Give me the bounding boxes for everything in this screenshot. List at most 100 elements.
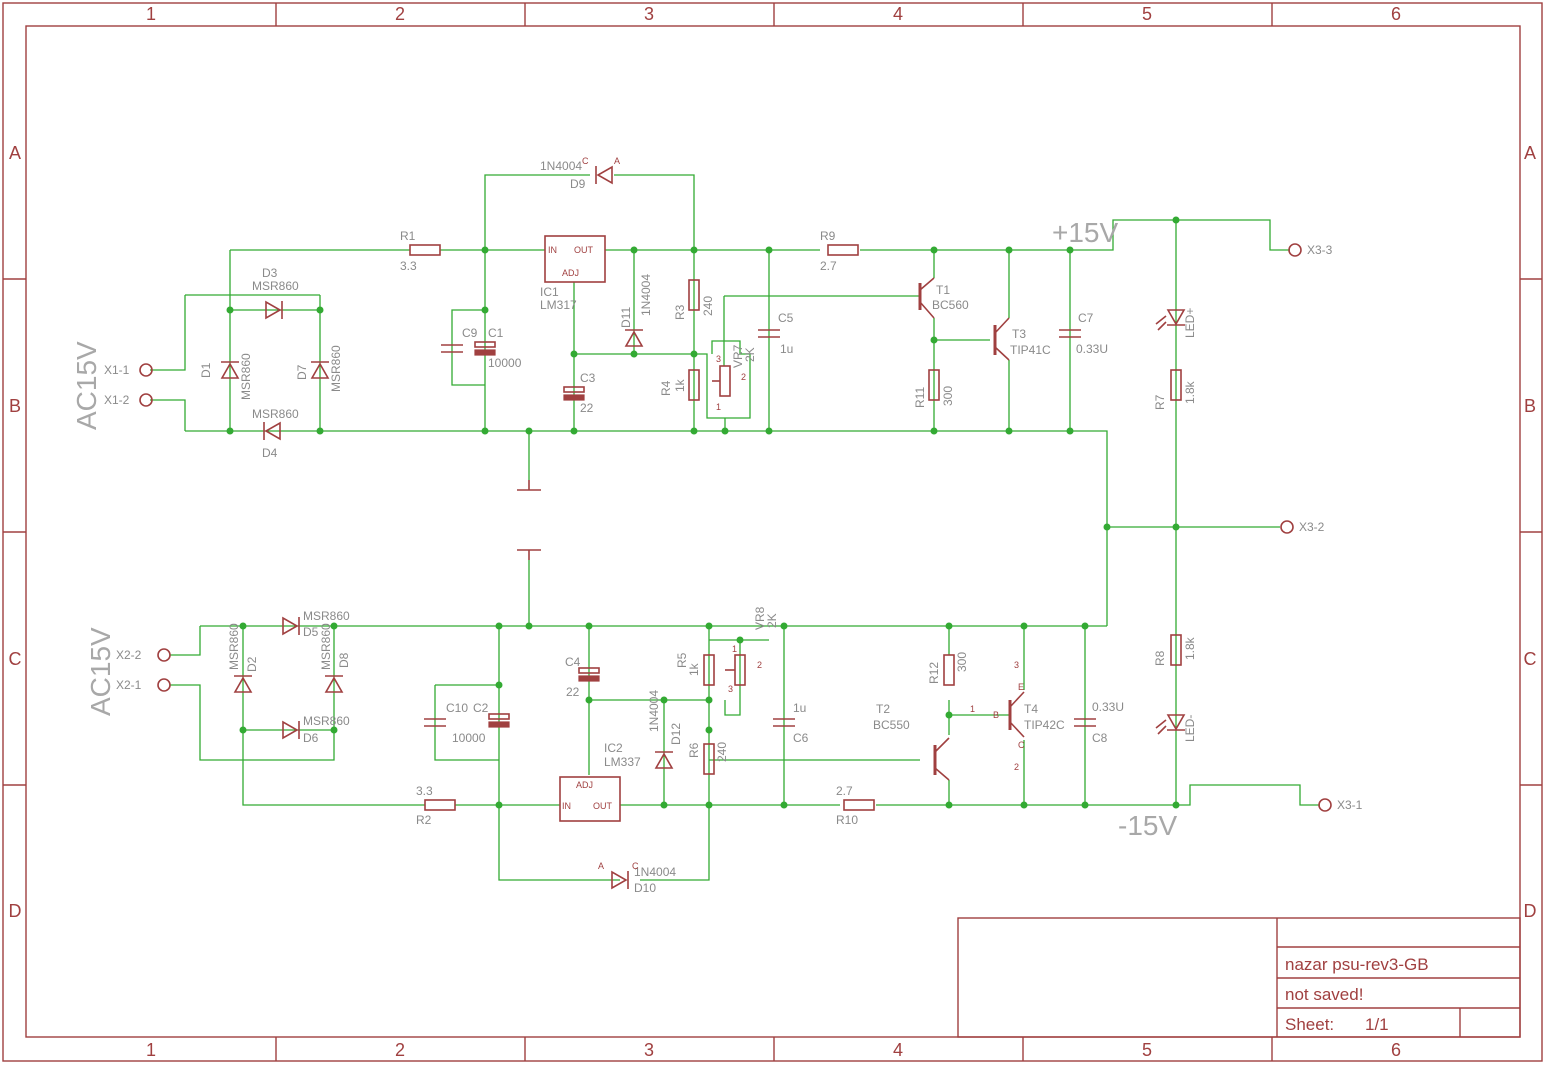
col-label-6-bottom: 6 xyxy=(1391,1040,1401,1060)
resistor-r10[interactable]: 2.7 R10 xyxy=(836,784,875,827)
capacitor-c8-ref: C8 xyxy=(1092,731,1108,745)
resistor-r1[interactable]: R1 3.3 xyxy=(400,229,441,273)
connector-x1-2-label: X1-2 xyxy=(104,393,130,407)
transistor-t2[interactable]: T2 BC550 xyxy=(873,702,950,781)
diode-d9-value: 1N4004 xyxy=(540,159,582,173)
capacitor-c1-ref: C1 xyxy=(488,326,504,340)
resistor-r7[interactable]: R7 1.8k xyxy=(1153,369,1197,410)
resistor-r11-ref: R11 xyxy=(913,387,927,408)
resistor-r5[interactable]: R5 1k xyxy=(675,652,715,686)
capacitor-c10[interactable]: C10 xyxy=(424,701,468,727)
diode-d4[interactable]: MSR860 D4 xyxy=(252,407,299,460)
capacitor-c2[interactable]: C2 10000 xyxy=(452,701,510,745)
t4-pin-3: 3 xyxy=(1014,660,1019,670)
connector-x1-2[interactable]: X1-2 xyxy=(104,393,153,407)
potentiometer-vr8-value: 2K xyxy=(765,613,779,628)
resistor-r10-ref: R10 xyxy=(836,813,858,827)
capacitor-c1-value: 10000 xyxy=(488,356,522,370)
title-block-title: nazar psu-rev3-GB xyxy=(1285,955,1429,974)
connector-x3-1[interactable]: X3-1 xyxy=(1318,798,1363,812)
resistor-r3[interactable]: R3 240 xyxy=(673,279,715,320)
vr7-pin-1: 1 xyxy=(716,402,721,412)
connector-x3-2[interactable]: X3-2 xyxy=(1280,520,1325,534)
regulator-ic1[interactable]: IN OUT ADJ IC1 LM317 xyxy=(540,235,606,312)
capacitor-c9[interactable]: C9 xyxy=(441,326,478,353)
led-positive[interactable]: LED+ xyxy=(1155,308,1197,338)
capacitor-c7-value: 0.33U xyxy=(1076,342,1108,356)
transistor-t1-value: BC560 xyxy=(932,298,969,312)
potentiometer-vr7[interactable]: VR7 2K 3 1 2 xyxy=(712,344,757,412)
capacitor-c6[interactable]: 1u C6 xyxy=(773,701,809,745)
row-label-d-right: D xyxy=(1524,901,1537,921)
resistor-r1-ref: R1 xyxy=(400,229,416,243)
row-label-d-left: D xyxy=(9,901,22,921)
diode-d1[interactable]: D1 MSR860 xyxy=(199,353,253,400)
ic1-pin-adj: ADJ xyxy=(562,268,579,278)
diode-d2[interactable]: MSR860 D2 xyxy=(227,623,259,693)
row-label-b-left: B xyxy=(9,396,21,416)
capacitor-c8[interactable]: 0.33U C8 xyxy=(1074,700,1124,745)
resistor-r2[interactable]: 3.3 R2 xyxy=(416,784,456,827)
capacitor-c1[interactable]: C1 10000 xyxy=(474,326,522,370)
connector-x2-1[interactable]: X2-1 xyxy=(116,678,171,692)
resistor-r3-value: 240 xyxy=(701,296,715,316)
potentiometer-vr8-ref: VR8 xyxy=(753,606,767,630)
diode-d12[interactable]: 1N4004 D12 xyxy=(647,690,683,769)
diode-d5[interactable]: MSR860 D5 xyxy=(282,609,350,639)
vr7-pin-3: 3 xyxy=(716,354,721,364)
capacitor-c7[interactable]: C7 0.33U xyxy=(1059,311,1108,356)
transistor-t3[interactable]: T3 TIP41C xyxy=(993,317,1051,361)
capacitor-c5-value: 1u xyxy=(780,342,793,356)
resistor-r2-ref: R2 xyxy=(416,813,432,827)
diode-d8-ref: D8 xyxy=(337,652,351,668)
capacitor-c9-ref: C9 xyxy=(462,326,478,340)
diode-d4-ref: D4 xyxy=(262,446,278,460)
resistor-r12[interactable]: R12 300 xyxy=(927,652,969,686)
diode-d8[interactable]: MSR860 D8 xyxy=(319,623,351,693)
resistor-r11[interactable]: R11 300 xyxy=(913,369,955,408)
t4-pin-e: E xyxy=(1018,682,1024,692)
diode-d11-ref: D11 xyxy=(619,307,633,328)
capacitor-c5[interactable]: C5 1u xyxy=(758,311,794,356)
col-label-4-top: 4 xyxy=(893,4,903,24)
diode-d1-value: MSR860 xyxy=(239,353,253,400)
potentiometer-vr8[interactable]: VR8 2K 1 3 2 xyxy=(725,606,779,694)
resistor-r6-value: 240 xyxy=(715,742,729,762)
connector-x1-1-label: X1-1 xyxy=(104,363,130,377)
diode-d7[interactable]: D7 MSR860 xyxy=(295,345,343,392)
resistor-r9[interactable]: R9 2.7 xyxy=(820,229,859,273)
transistor-t1[interactable]: T1 BC560 xyxy=(918,277,969,319)
col-label-4-bottom: 4 xyxy=(893,1040,903,1060)
diode-d3[interactable]: D3 MSR860 xyxy=(252,266,299,320)
capacitor-c4-ref: C4 xyxy=(565,655,581,669)
resistor-r11-value: 300 xyxy=(941,386,955,406)
diode-d10[interactable]: 1N4004 D10 A C xyxy=(598,861,676,895)
diode-d11[interactable]: D11 1N4004 xyxy=(619,274,653,347)
diode-d7-ref: D7 xyxy=(295,364,309,380)
resistor-r4[interactable]: R4 1k xyxy=(659,369,700,401)
t4-pin-1: 1 xyxy=(970,704,975,714)
resistor-r8[interactable]: R8 1.8k xyxy=(1153,634,1197,666)
diode-d1-ref: D1 xyxy=(199,362,213,378)
wires xyxy=(150,174,1320,881)
led-negative-ref: LED- xyxy=(1183,715,1197,742)
diode-d6[interactable]: MSR860 D6 xyxy=(282,714,350,745)
transistor-t3-value: TIP41C xyxy=(1010,343,1051,357)
capacitor-c4[interactable]: C4 22 xyxy=(565,655,600,699)
led-positive-ref: LED+ xyxy=(1183,308,1197,338)
transistor-t4[interactable]: T4 TIP42C 1 B 3 E C 2 xyxy=(970,660,1065,772)
diode-d9[interactable]: 1N4004 D9 C A xyxy=(540,156,620,191)
diode-d12-value: 1N4004 xyxy=(647,690,661,732)
connector-x2-2[interactable]: X2-2 xyxy=(116,648,171,662)
transistor-t4-value: TIP42C xyxy=(1024,718,1065,732)
regulator-ic2[interactable]: ADJ IN OUT IC2 LM337 xyxy=(559,741,641,822)
capacitor-c3[interactable]: C3 22 xyxy=(563,371,596,415)
negative-rail-label: -15V xyxy=(1118,810,1177,841)
resistor-r6-ref: R6 xyxy=(687,742,701,758)
resistor-r3-ref: R3 xyxy=(673,304,687,320)
connector-x3-3[interactable]: X3-3 xyxy=(1288,243,1333,257)
connector-x1-1[interactable]: X1-1 xyxy=(104,363,153,377)
led-negative[interactable]: LED- xyxy=(1155,714,1197,742)
resistor-r6[interactable]: R6 240 xyxy=(687,742,729,775)
